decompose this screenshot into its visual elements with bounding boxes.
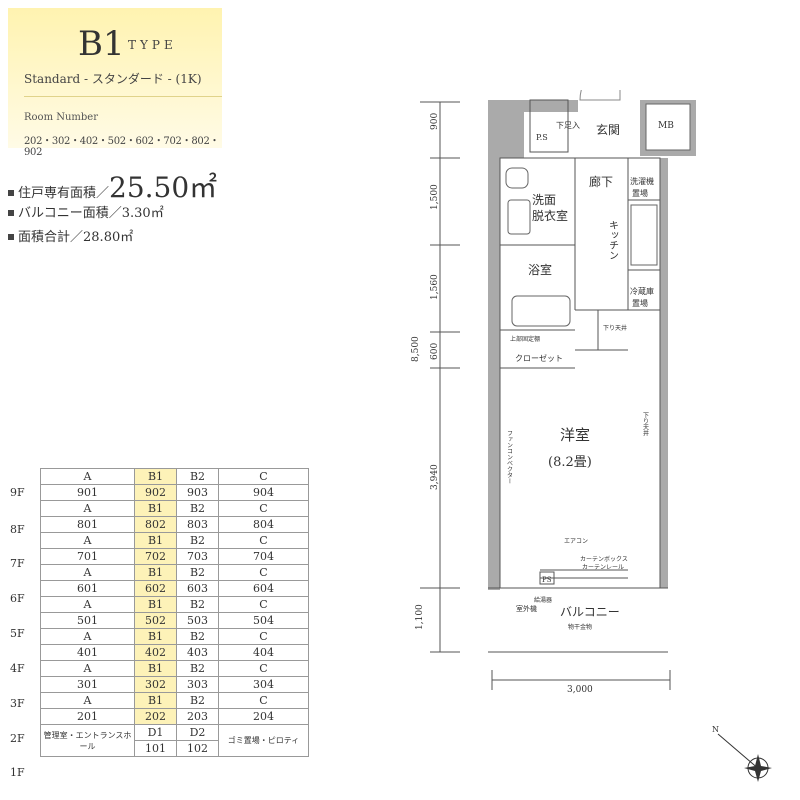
room-yokushitsu: 浴室: [528, 262, 552, 277]
floor-plan: 900 1,500 1,560 600 3,940 1,100 8,500 3,…: [411, 90, 696, 695]
label-fan: ファンコンベクター: [506, 430, 513, 484]
compass-icon: N: [712, 725, 772, 782]
room-tatami: (8.2畳): [548, 455, 592, 470]
label-ps1: P.S: [536, 133, 548, 142]
room-yoshitsu: 洋室: [560, 426, 590, 444]
type-name: B1: [78, 24, 125, 64]
dim-1560: 1,560: [430, 274, 440, 300]
entry-door-swing: [579, 90, 621, 101]
room-balcony: バルコニー: [560, 605, 620, 619]
area-value: 25.50㎡: [109, 171, 218, 204]
label-curtain1: カーテンボックス: [580, 555, 628, 563]
dim-1500: 1,500: [430, 184, 440, 210]
floor-label: 6F: [10, 592, 25, 605]
label-sentaku1: 洗濯機: [630, 176, 654, 186]
type-header: B1 TYPE Standard - スタンダード - (1K) Room Nu…: [8, 8, 222, 158]
area-label: 住戸専有面積／: [18, 186, 110, 201]
label-kyuto: 給湯器: [534, 596, 552, 604]
shoe-box: [529, 99, 569, 153]
room-datsui: 脱衣室: [532, 208, 568, 223]
label-sentaku2: 置場: [632, 188, 648, 198]
room-senmen: 洗面: [532, 193, 556, 207]
wall-left: [488, 100, 500, 590]
ps-box: [539, 571, 555, 585]
floor-label: 8F: [10, 523, 25, 536]
bullet-icon: [8, 233, 14, 240]
area-label: バルコニー面積／: [18, 206, 122, 221]
area-value: 3.30㎡: [121, 206, 164, 221]
label-monohoshi: 物干金物: [568, 623, 592, 631]
label-kitchen: キッチン: [607, 220, 618, 260]
label-shitari: 下り天井: [603, 324, 627, 332]
bullet-icon: [8, 209, 14, 216]
mb-box: [645, 103, 691, 151]
label-shita: 下足入: [556, 121, 580, 130]
area-total: 面積合計／28.80㎡: [8, 226, 133, 245]
floor-label: 1F: [10, 766, 25, 779]
floor-label: 3F: [10, 697, 25, 710]
room-genkan: 玄関: [596, 122, 620, 137]
bullet-icon: [8, 189, 14, 196]
floor-label: 2F: [10, 732, 25, 745]
svg-text:N: N: [712, 725, 719, 734]
wall-right: [660, 158, 668, 588]
room-number-list: 202・302・402・502・602・702・802・902: [24, 136, 220, 158]
mb-label: MB: [658, 121, 674, 131]
label-curtain2: カーテンレール: [582, 564, 624, 571]
floor-label: 5F: [10, 627, 25, 640]
floor-label: 4F: [10, 662, 25, 675]
label-aircon: エアコン: [564, 538, 588, 545]
floor-label: 7F: [10, 557, 25, 570]
unit-outline: [499, 157, 661, 589]
standard-label: Standard - スタンダード - (1K): [24, 72, 202, 86]
area-balcony: バルコニー面積／3.30㎡: [8, 202, 164, 221]
dim-600: 600: [430, 343, 440, 360]
dim-1100: 1,100: [415, 604, 425, 630]
area-value: 28.80㎡: [83, 230, 134, 245]
bathtub: [511, 295, 571, 327]
label-shitari2: 下り天井: [642, 412, 649, 437]
dim-3940: 3,940: [430, 464, 440, 490]
label-reizo1: 冷蔵庫: [630, 286, 654, 296]
dim-total: 8,500: [411, 336, 421, 362]
dim-900: 900: [430, 113, 440, 130]
label-ps2: PS: [542, 576, 552, 584]
room-roka: 廊下: [589, 174, 613, 189]
washbasin: [507, 199, 531, 235]
label-jobu: 上部固定棚: [510, 335, 540, 343]
area-private: 住戸専有面積／25.50㎡: [8, 166, 217, 206]
room-number-label: Room Number: [24, 112, 99, 123]
wall-corner: [488, 100, 524, 158]
dim-width: 3,000: [567, 685, 593, 695]
stove: [630, 204, 658, 266]
divider: [24, 96, 222, 97]
type-suffix: TYPE: [128, 38, 177, 52]
label-reizo2: 置場: [632, 298, 648, 308]
area-label: 面積合計／: [18, 230, 84, 245]
label-closet: クローゼット: [515, 353, 563, 363]
toilet: [505, 167, 529, 189]
floor-label: 9F: [10, 486, 25, 499]
label-shitsugai: 室外機: [516, 604, 537, 613]
